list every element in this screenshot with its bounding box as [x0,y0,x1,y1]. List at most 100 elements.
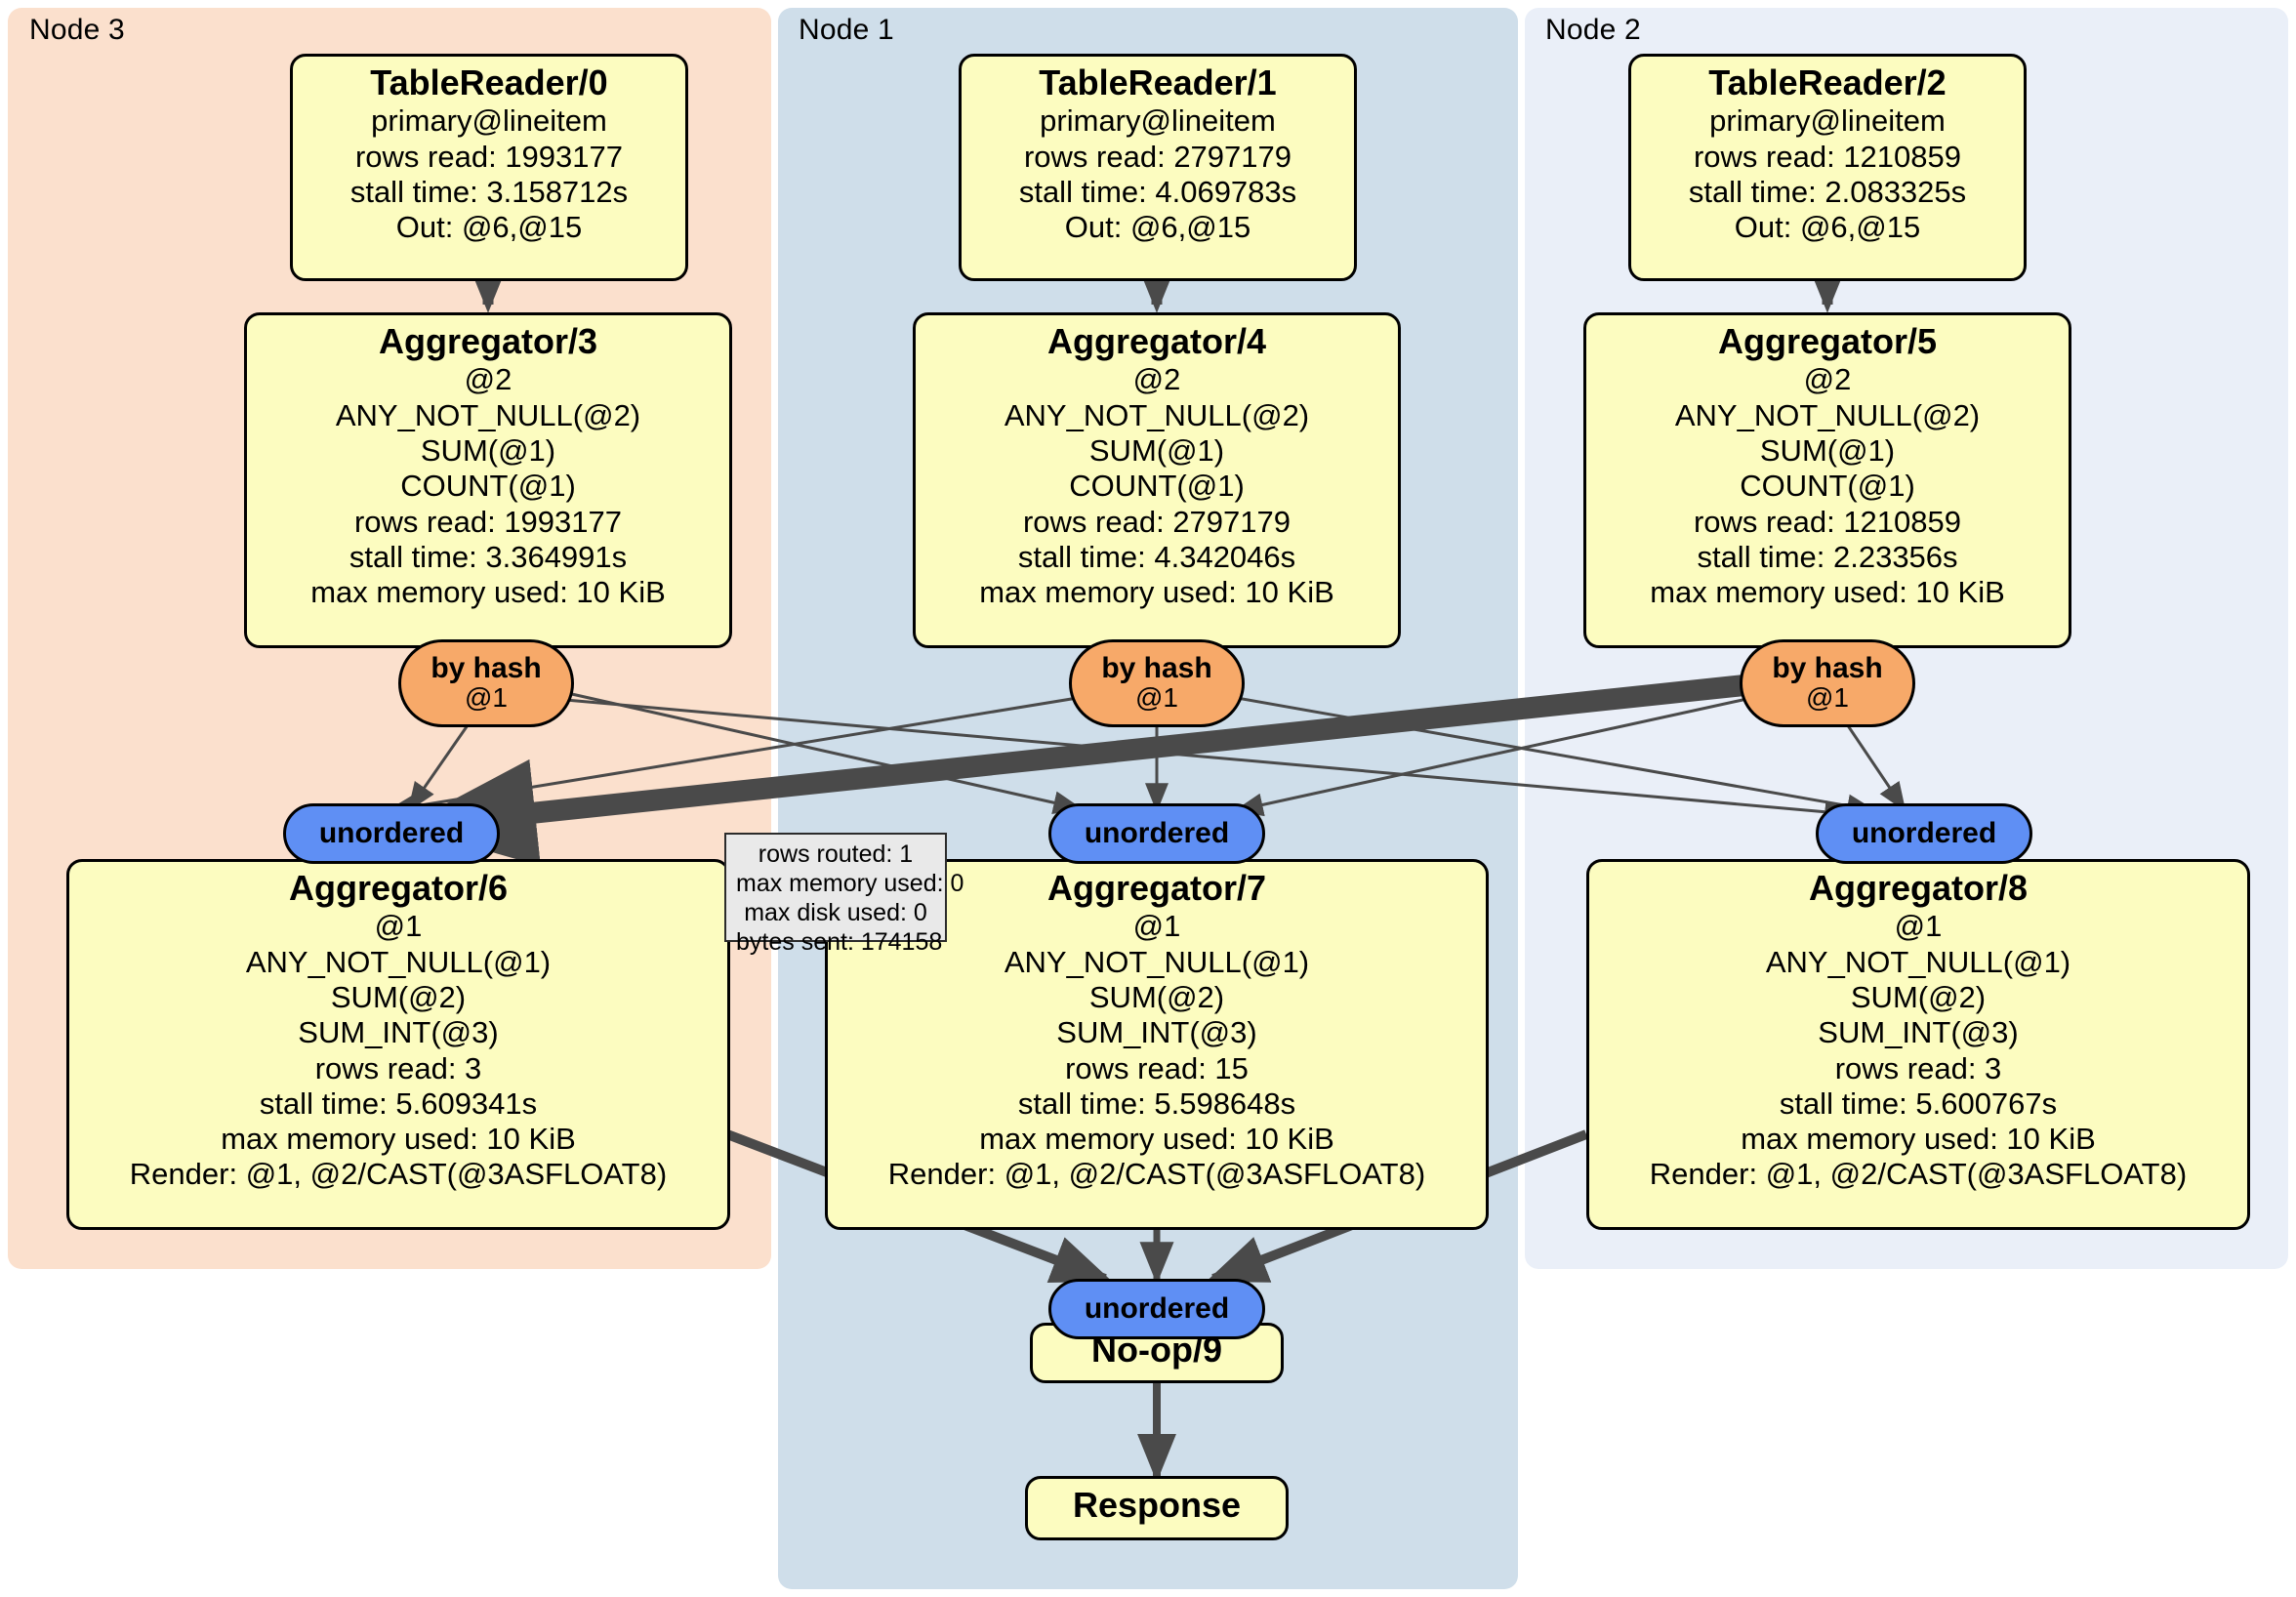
node-line: rows read: 2797179 [1022,504,1292,539]
node-line: max memory used: 10 KiB [979,1122,1334,1157]
node-aggregator4[interactable]: Aggregator/4 @2 ANY_NOT_NULL(@2) SUM(@1)… [913,312,1401,648]
node-line: Out: @6,@15 [395,210,583,245]
node-line: rows read: 1993177 [353,504,623,539]
node-title: Aggregator/5 [1717,321,1938,361]
node-aggregator8[interactable]: Aggregator/8 @1 ANY_NOT_NULL(@1) SUM(@2)… [1586,859,2250,1230]
router-title: by hash [1772,651,1883,684]
router-unordered-right[interactable]: unordered [1816,803,2032,864]
stats-line: max disk used: 0 [744,899,927,926]
node-line: max memory used: 10 KiB [221,1122,576,1157]
edge-byhash-right-to-unordered-mid [1233,693,1766,817]
stats-line: max memory used: 0 [736,870,964,897]
node-line: @1 [374,909,423,944]
node-tablereader0[interactable]: TableReader/0 primary@lineitem rows read… [290,54,688,281]
node-line: max memory used: 10 KiB [1741,1122,2096,1157]
node-line: SUM(@2) [1850,980,1987,1014]
node-line: stall time: 5.600767s [1779,1085,2058,1121]
router-subtitle: @1 [465,682,508,714]
node-line: SUM(@1) [420,433,556,468]
router-title: unordered [1084,817,1230,850]
router-title: unordered [318,817,465,850]
node-line: @2 [1132,362,1181,397]
node-title: Response [1072,1485,1242,1525]
node-title: TableReader/1 [1039,62,1277,102]
node-line: rows read: 1210859 [1693,139,1962,174]
node-line: primary@lineitem [1709,103,1946,139]
node-line: ANY_NOT_NULL(@2) [1674,397,1981,432]
router-title: by hash [1101,651,1212,684]
node-line: Render: @1, @2/CAST(@3ASFLOAT8) [1649,1157,2188,1192]
node-response[interactable]: Response [1025,1476,1289,1540]
node-line: Render: @1, @2/CAST(@3ASFLOAT8) [129,1157,668,1192]
node-line: stall time: 2.23356s [1697,539,1958,574]
node-line: rows read: 15 [1065,1050,1249,1085]
node-line: Out: @6,@15 [1064,210,1251,245]
node-line: stall time: 4.069783s [1018,175,1297,209]
node-line: rows read: 3 [314,1050,482,1085]
node-line: Out: @6,@15 [1734,210,1921,245]
node-line: @1 [1132,909,1181,944]
node-line: ANY_NOT_NULL(@1) [1004,944,1310,979]
node-line: @1 [1894,909,1943,944]
cluster-label-node3: Node 3 [29,14,125,46]
node-tablereader1[interactable]: TableReader/1 primary@lineitem rows read… [959,54,1357,281]
node-line: ANY_NOT_NULL(@2) [335,397,641,432]
node-line: SUM_INT(@3) [298,1015,499,1050]
router-byhash-right[interactable]: by hash @1 [1740,639,1915,727]
edge-byhash-mid-to-unordered-right [1219,693,1877,818]
router-unordered-left[interactable]: unordered [283,803,500,864]
node-line: stall time: 5.598648s [1017,1085,1296,1121]
node-line: max memory used: 10 KiB [310,575,666,610]
node-line: rows read: 2797179 [1023,139,1292,174]
router-subtitle: @1 [1135,682,1178,714]
router-unordered-final[interactable]: unordered [1048,1279,1265,1339]
node-aggregator6[interactable]: Aggregator/6 @1 ANY_NOT_NULL(@1) SUM(@2)… [66,859,730,1230]
router-subtitle: @1 [1806,682,1849,714]
node-aggregator5[interactable]: Aggregator/5 @2 ANY_NOT_NULL(@2) SUM(@1)… [1583,312,2071,648]
node-line: ANY_NOT_NULL(@1) [245,944,552,979]
node-line: primary@lineitem [1040,103,1276,139]
node-line: ANY_NOT_NULL(@1) [1765,944,2071,979]
cluster-label-node1: Node 1 [799,14,894,46]
node-line: COUNT(@1) [1740,469,1915,504]
cluster-label-node2: Node 2 [1545,14,1641,46]
node-title: Aggregator/6 [288,868,509,908]
node-line: SUM(@1) [1088,433,1225,468]
node-line: stall time: 2.083325s [1688,175,1967,209]
router-title: unordered [1851,817,1997,850]
edge-byhash-right-to-unordered-left-highlight [402,673,1765,867]
node-line: primary@lineitem [371,103,607,139]
stats-line: bytes sent: 174158 [736,928,943,956]
stats-tooltip: rows routed: 1 max memory used: 0 max di… [724,833,964,956]
node-line: COUNT(@1) [1069,469,1245,504]
node-line: COUNT(@1) [400,469,576,504]
node-line: SUM(@2) [1088,980,1225,1014]
node-line: SUM(@1) [1759,433,1896,468]
node-title: TableReader/0 [370,62,608,102]
node-line: stall time: 4.342046s [1017,539,1296,574]
node-title: Aggregator/8 [1808,868,2029,908]
router-unordered-mid[interactable]: unordered [1048,803,1265,864]
node-tablereader2[interactable]: TableReader/2 primary@lineitem rows read… [1628,54,2027,281]
node-title: Aggregator/3 [378,321,598,361]
node-line: Render: @1, @2/CAST(@3ASFLOAT8) [887,1157,1426,1192]
node-line: stall time: 3.364991s [348,539,628,574]
node-aggregator3[interactable]: Aggregator/3 @2 ANY_NOT_NULL(@2) SUM(@1)… [244,312,732,648]
node-line: SUM_INT(@3) [1818,1015,2019,1050]
node-line: stall time: 5.609341s [259,1085,538,1121]
node-line: @2 [464,362,512,397]
node-title: TableReader/2 [1708,62,1947,102]
router-byhash-mid[interactable]: by hash @1 [1069,639,1245,727]
node-line: max memory used: 10 KiB [1650,575,2005,610]
router-title: unordered [1084,1292,1230,1326]
node-line: rows read: 1993177 [354,139,624,174]
stats-line: rows routed: 1 [758,840,914,868]
node-line: ANY_NOT_NULL(@2) [1004,397,1310,432]
node-line: SUM(@2) [330,980,467,1014]
edge-byhash-right-to-unordered-right [1837,712,1906,812]
node-aggregator7[interactable]: Aggregator/7 @1 ANY_NOT_NULL(@1) SUM(@2)… [825,859,1489,1230]
edge-byhash-left-to-unordered-right [554,697,1855,824]
node-line: rows read: 1210859 [1693,504,1962,539]
router-byhash-left[interactable]: by hash @1 [398,639,574,727]
